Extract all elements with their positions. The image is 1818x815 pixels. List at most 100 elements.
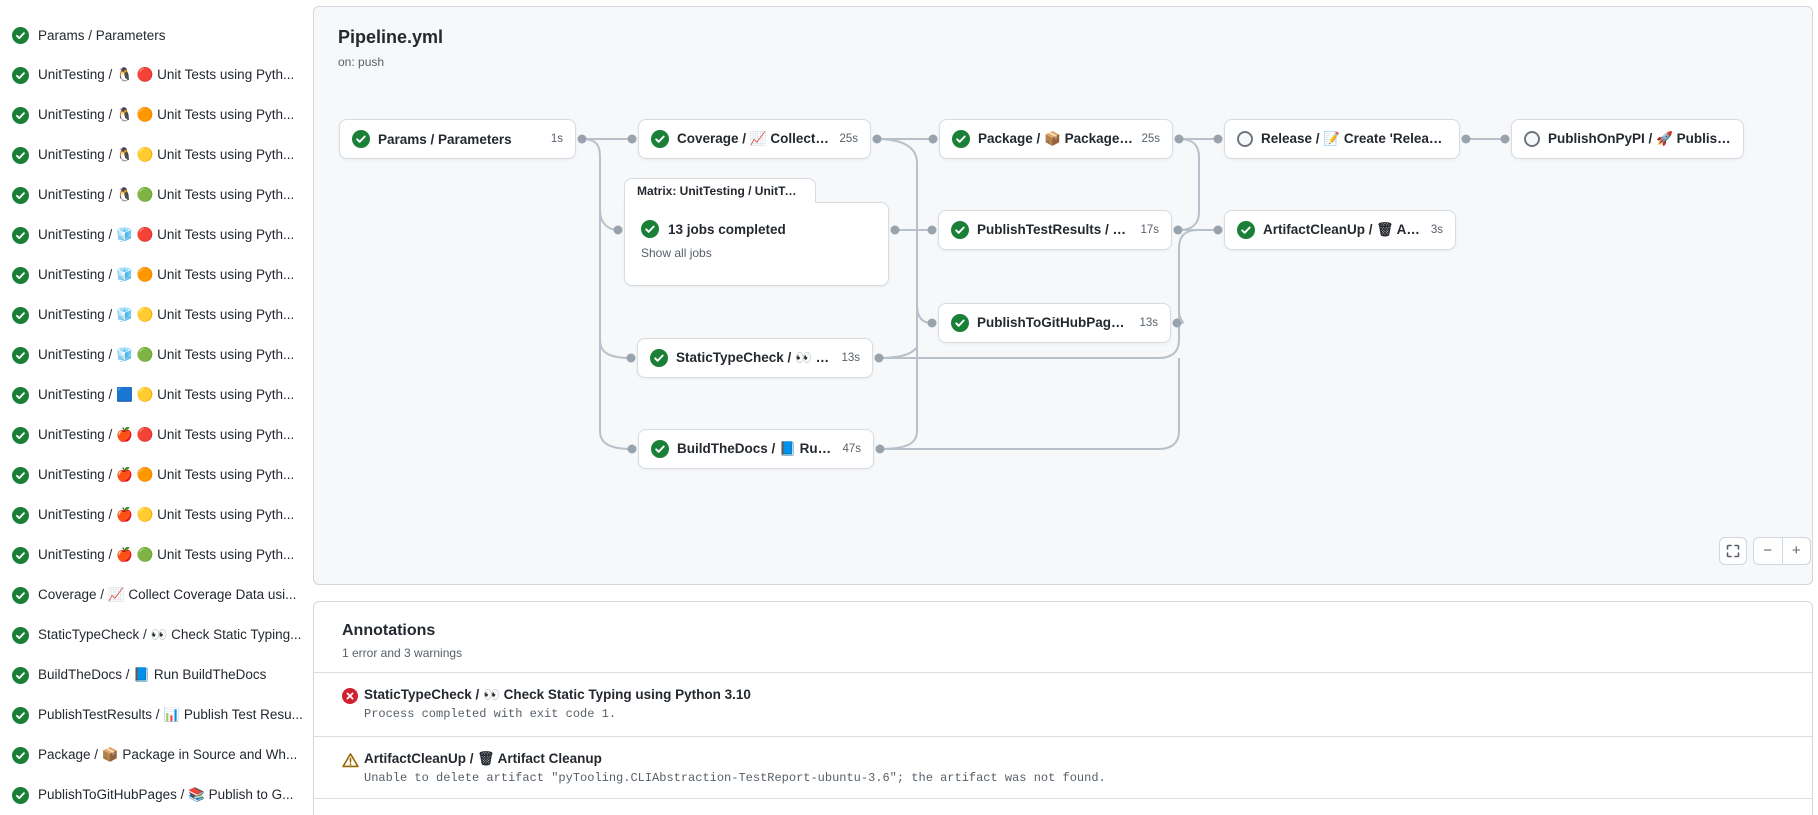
success-icon xyxy=(951,314,969,332)
annotation-title[interactable]: ArtifactCleanUp / 🗑 Artifact Cleanup xyxy=(364,751,602,766)
success-icon xyxy=(12,506,29,524)
sidebar-item-params[interactable]: Params / Parameters xyxy=(0,15,310,55)
sidebar-item-unittest-13[interactable]: UnitTesting / 🍎 🟢 Unit Tests using Pyth.… xyxy=(0,535,310,575)
divider xyxy=(314,798,1812,799)
node-duration: 25s xyxy=(839,133,858,145)
node-duration: 3s xyxy=(1430,224,1443,236)
sidebar-item-unittest-4[interactable]: UnitTesting / 🐧 🟢 Unit Tests using Pyth.… xyxy=(0,175,310,215)
skipped-icon xyxy=(1524,131,1540,147)
annotation-title[interactable]: StaticTypeCheck / 👀 Check Static Typing … xyxy=(364,687,751,702)
sidebar-item-unittest-7[interactable]: UnitTesting / 🧊 🟡 Unit Tests using Pyth.… xyxy=(0,295,310,335)
success-icon xyxy=(12,306,29,324)
sidebar-item-unittest-6[interactable]: UnitTesting / 🧊 🟠 Unit Tests using Pyth.… xyxy=(0,255,310,295)
divider xyxy=(1781,538,1783,564)
success-icon xyxy=(651,440,669,458)
node-label: ArtifactCleanUp / 🗑 Artifac... xyxy=(1263,222,1423,237)
sidebar-item-unittest-1[interactable]: UnitTesting / 🐧 🔴 Unit Tests using Pyth.… xyxy=(0,55,310,95)
graph-node-package[interactable]: Package / 📦 Package in So... 25s xyxy=(939,119,1173,159)
zoom-in-button[interactable]: + xyxy=(1791,542,1801,559)
workflow-graph-panel: Pipeline.yml on: push xyxy=(313,6,1813,585)
job-label: BuildTheDocs / 📘 Run BuildTheDocs xyxy=(38,667,267,682)
success-icon xyxy=(951,221,969,239)
annotation-detail: Unable to delete artifact "pyTooling.CLI… xyxy=(364,771,1106,785)
graph-node-publishonpypi[interactable]: PublishOnPyPI / 🚀 Publish to ... xyxy=(1511,119,1744,159)
success-icon xyxy=(12,266,29,284)
sidebar-item-publishtogithubpages[interactable]: PublishToGitHubPages / 📚 Publish to G... xyxy=(0,775,310,815)
node-duration: 47s xyxy=(842,443,861,455)
zoom-out-button[interactable]: − xyxy=(1763,542,1773,559)
graph-node-release[interactable]: Release / 📝 Create 'Release P... xyxy=(1224,119,1460,159)
success-icon xyxy=(12,186,29,204)
sidebar-item-buildthedocs[interactable]: BuildTheDocs / 📘 Run BuildTheDocs xyxy=(0,655,310,695)
fullscreen-icon xyxy=(1726,544,1740,558)
graph-node-publishtogithubpages[interactable]: PublishToGitHubPages / 📚 ... 13s xyxy=(938,303,1171,343)
job-label: UnitTesting / 🧊 🟠 Unit Tests using Pyth.… xyxy=(38,267,295,282)
sidebar-item-unittest-8[interactable]: UnitTesting / 🧊 🟢 Unit Tests using Pyth.… xyxy=(0,335,310,375)
job-label: UnitTesting / 🟦 🟡 Unit Tests using Pyth.… xyxy=(38,387,295,402)
job-label: UnitTesting / 🍎 🔴 Unit Tests using Pyth.… xyxy=(38,427,295,442)
success-icon xyxy=(12,146,29,164)
graph-edges xyxy=(577,134,1510,454)
matrix-tab-label: Matrix: UnitTesting / UnitTesting xyxy=(637,184,803,198)
job-label: PublishTestResults / 📊 Publish Test Resu… xyxy=(38,707,303,722)
sidebar-item-unittest-5[interactable]: UnitTesting / 🧊 🔴 Unit Tests using Pyth.… xyxy=(0,215,310,255)
annotation-detail: Process completed with exit code 1. xyxy=(364,707,617,721)
sidebar-item-statictypecheck[interactable]: StaticTypeCheck / 👀 Check Static Typing.… xyxy=(0,615,310,655)
node-label: PublishToGitHubPages / 📚 ... xyxy=(977,315,1131,330)
node-label: PublishOnPyPI / 🚀 Publish to ... xyxy=(1548,131,1731,146)
sidebar-item-unittest-12[interactable]: UnitTesting / 🍎 🟡 Unit Tests using Pyth.… xyxy=(0,495,310,535)
job-label: Package / 📦 Package in Source and Wh... xyxy=(38,747,298,762)
job-label: Params / Parameters xyxy=(38,27,166,43)
annotations-panel: Annotations 1 error and 3 warnings Stati… xyxy=(313,601,1813,815)
sidebar-item-publishtestresults[interactable]: PublishTestResults / 📊 Publish Test Resu… xyxy=(0,695,310,735)
job-label: UnitTesting / 🍎 🟡 Unit Tests using Pyth.… xyxy=(38,507,295,522)
job-label: UnitTesting / 🐧 🔴 Unit Tests using Pyth.… xyxy=(38,67,295,82)
sidebar-item-coverage[interactable]: Coverage / 📈 Collect Coverage Data usi..… xyxy=(0,575,310,615)
success-icon xyxy=(12,746,29,764)
node-duration: 13s xyxy=(841,352,860,364)
sidebar-item-unittest-3[interactable]: UnitTesting / 🐧 🟡 Unit Tests using Pyth.… xyxy=(0,135,310,175)
workflow-title: Pipeline.yml xyxy=(338,27,444,47)
sidebar-item-unittest-9[interactable]: UnitTesting / 🟦 🟡 Unit Tests using Pyth.… xyxy=(0,375,310,415)
success-icon xyxy=(12,106,29,124)
job-label: UnitTesting / 🧊 🔴 Unit Tests using Pyth.… xyxy=(38,227,295,242)
matrix-group-card[interactable]: 13 jobs completed Show all jobs xyxy=(624,202,889,286)
success-icon xyxy=(12,226,29,244)
sidebar-item-unittest-2[interactable]: UnitTesting / 🐧 🟠 Unit Tests using Pyth.… xyxy=(0,95,310,135)
graph-node-statictypecheck[interactable]: StaticTypeCheck / 👀 Chec... 13s xyxy=(637,338,873,378)
graph-node-publishtestresults[interactable]: PublishTestResults / 📊 Pu... 17s xyxy=(938,210,1172,250)
graph-node-coverage[interactable]: Coverage / 📈 Collect Cove... 25s xyxy=(638,119,871,159)
success-icon xyxy=(651,130,669,148)
sidebar-item-unittest-11[interactable]: UnitTesting / 🍎 🟠 Unit Tests using Pyth.… xyxy=(0,455,310,495)
node-label: Coverage / 📈 Collect Cove... xyxy=(677,131,831,146)
node-duration: 13s xyxy=(1139,317,1158,329)
divider xyxy=(314,736,1812,737)
node-label: PublishTestResults / 📊 Pu... xyxy=(977,222,1132,237)
matrix-group-tab[interactable]: Matrix: UnitTesting / UnitTesting xyxy=(624,178,816,203)
graph-node-artifactcleanup[interactable]: ArtifactCleanUp / 🗑 Artifac... 3s xyxy=(1224,210,1456,250)
success-icon xyxy=(12,466,29,484)
success-icon xyxy=(12,706,29,724)
graph-node-params[interactable]: Params / Parameters 1s xyxy=(339,119,576,159)
divider xyxy=(314,672,1812,673)
sidebar-item-unittest-10[interactable]: UnitTesting / 🍎 🔴 Unit Tests using Pyth.… xyxy=(0,415,310,455)
node-label: StaticTypeCheck / 👀 Chec... xyxy=(676,350,834,365)
matrix-summary: 13 jobs completed xyxy=(668,221,786,237)
show-all-jobs-link[interactable]: Show all jobs xyxy=(641,246,712,260)
job-label: PublishToGitHubPages / 📚 Publish to G... xyxy=(38,787,294,802)
job-label: UnitTesting / 🐧 🟡 Unit Tests using Pyth.… xyxy=(38,147,295,162)
job-label: UnitTesting / 🧊 🟢 Unit Tests using Pyth.… xyxy=(38,347,295,362)
annotations-title: Annotations xyxy=(342,622,436,639)
sidebar-item-package[interactable]: Package / 📦 Package in Source and Wh... xyxy=(0,735,310,775)
graph-node-buildthedocs[interactable]: BuildTheDocs / 📘 Run Buil... 47s xyxy=(638,429,874,469)
success-icon xyxy=(352,130,370,148)
job-label: UnitTesting / 🍎 🟠 Unit Tests using Pyth.… xyxy=(38,467,295,482)
fullscreen-button[interactable] xyxy=(1719,537,1747,565)
success-icon xyxy=(12,26,29,44)
zoom-control: − + xyxy=(1753,537,1811,565)
node-label: Params / Parameters xyxy=(378,131,512,147)
workflow-trigger: on: push xyxy=(338,55,385,69)
node-duration: 25s xyxy=(1141,133,1160,145)
job-label: UnitTesting / 🧊 🟡 Unit Tests using Pyth.… xyxy=(38,307,295,322)
job-list-sidebar: Params / Parameters UnitTesting / 🐧 🔴 Un… xyxy=(0,0,310,815)
